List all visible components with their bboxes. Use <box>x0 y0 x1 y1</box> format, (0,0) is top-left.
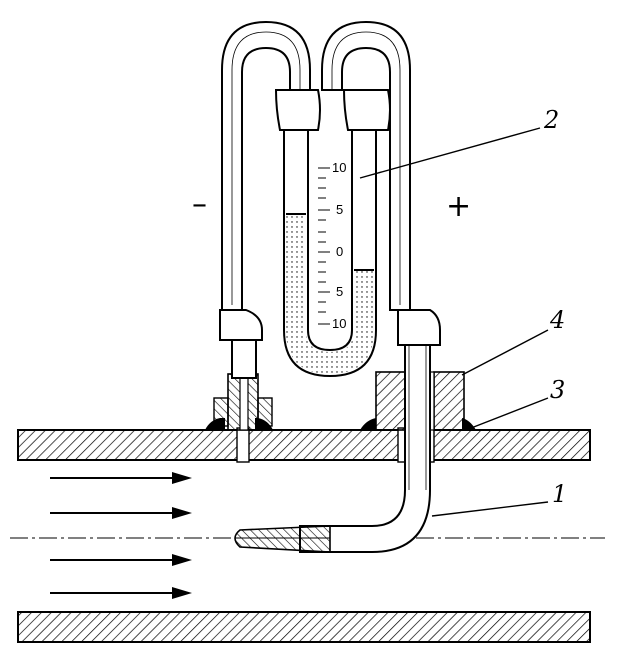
left-fitting <box>205 373 273 431</box>
pipe-bottom-wall <box>17 611 591 643</box>
u-tube-manometer: 10 5 0 5 10 <box>219 20 441 379</box>
minus-sign: – <box>192 187 207 222</box>
label-manometer: 2 <box>543 106 559 134</box>
flow-arrow <box>50 507 192 519</box>
scale-label: 10 <box>332 160 346 175</box>
flow-arrow <box>50 472 192 484</box>
scale-label: 5 <box>336 202 343 217</box>
label-fitting: 4 <box>549 306 565 334</box>
flow-arrow <box>50 554 192 566</box>
pitot-tube <box>234 339 431 553</box>
leader-lines <box>359 127 549 517</box>
plus-sign: + <box>446 189 471 224</box>
pipe-top-wall <box>17 429 591 461</box>
scale-label: 0 <box>336 244 343 259</box>
flow-arrow <box>50 587 192 599</box>
scale-label: 10 <box>332 316 346 331</box>
label-tube: 1 <box>552 480 567 508</box>
label-pipe-wall: 3 <box>550 376 565 404</box>
manometer-liquid <box>286 214 374 374</box>
manometer-scale-ticks <box>318 167 330 325</box>
flow-arrows <box>50 472 192 599</box>
scale-label: 5 <box>336 284 343 299</box>
